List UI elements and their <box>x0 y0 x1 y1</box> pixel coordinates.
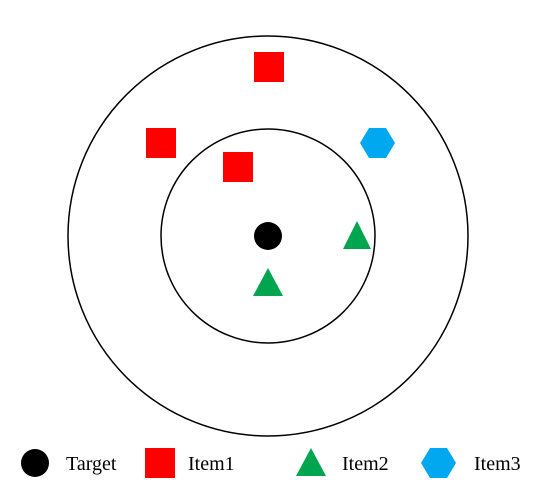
target-marker <box>254 222 282 250</box>
legend-target-icon <box>21 449 49 477</box>
outer-ring <box>67 35 469 437</box>
item1-marker-left <box>146 128 176 158</box>
item3-marker <box>360 128 395 158</box>
legend-item3-label: Item3 <box>474 453 521 475</box>
legend-item1-label: Item1 <box>188 453 235 475</box>
legend-item1-icon <box>145 448 175 478</box>
legend-item2-icon <box>296 448 326 476</box>
inner-ring <box>160 128 376 344</box>
legend-target-label: Target <box>66 453 117 475</box>
item2-marker-bottom <box>253 268 283 296</box>
legend-item3-icon <box>421 448 456 478</box>
legend-item2-label: Item2 <box>342 453 389 475</box>
item2-marker-right <box>343 221 371 249</box>
item1-marker-top <box>254 52 284 82</box>
legend: Target Item1 Item2 Item3 <box>21 448 521 478</box>
item1-marker-inner <box>223 152 253 182</box>
